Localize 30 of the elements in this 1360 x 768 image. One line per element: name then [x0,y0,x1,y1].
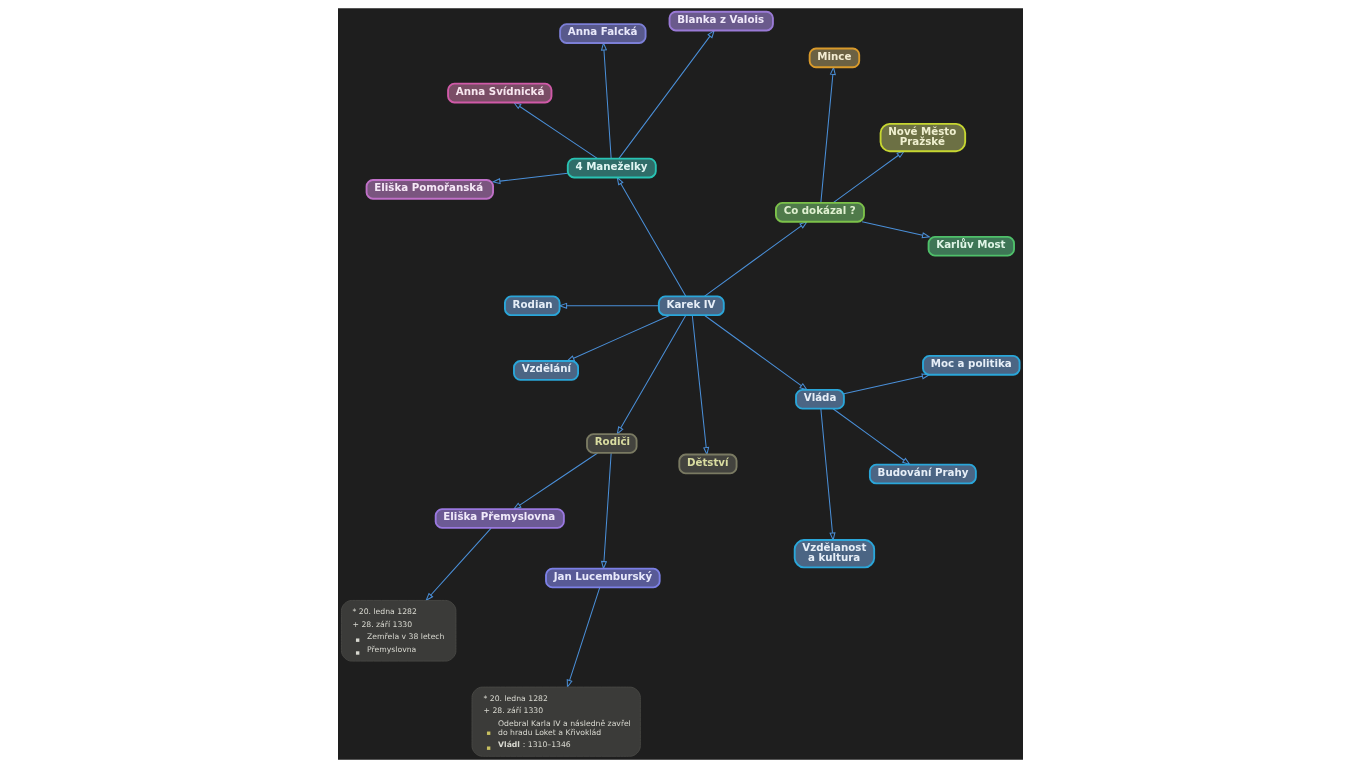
arrow [842,373,931,395]
node-box: Eliška Pomořanská [365,179,494,200]
arrow [600,452,612,570]
arrow [424,527,492,602]
node-box: Rodiči [585,433,638,454]
node-box: Anna Svídnická [446,82,552,104]
node-box: * 20. ledna 1282 + 28. září 1330 Zemřela v 38 letech Přemyslovna [340,600,456,662]
node-box: 4 Maneželky [566,157,657,179]
node-box: Moc a politika [921,354,1021,376]
node-box: Dětství [677,453,737,475]
node-box: Vláda [794,388,845,410]
arrow [616,176,686,297]
node-box: Budování Prahy [868,463,977,485]
node-box: Co dokázal ? [774,201,865,223]
node-box: Eliška Přemyslovna [434,508,565,529]
node-box: Vzdělanost a kultura [793,539,875,569]
node-box: Karlův Most [927,235,1015,257]
arrow [512,452,598,510]
node-box: Nové Město Pražské [879,122,966,153]
arrow [819,408,836,542]
node-box: Jan Lucemburský [544,567,661,589]
node-box: Vzdělání [512,360,579,381]
node-box: Mince [808,47,860,69]
arrow [861,221,931,239]
node-box: Anna Falcká [558,23,647,44]
node-box: Blanka z Valois [668,10,774,32]
arrow [491,172,568,185]
node-box: * 20. ledna 1282 + 28. září 1330 Odebral Karla IV a následně zavřel do hradu Loket a Křivoklád Vládl : 1310–1346 [471,686,641,757]
node-box: Karek IV [657,295,725,317]
node-box: Rodian [503,295,561,317]
